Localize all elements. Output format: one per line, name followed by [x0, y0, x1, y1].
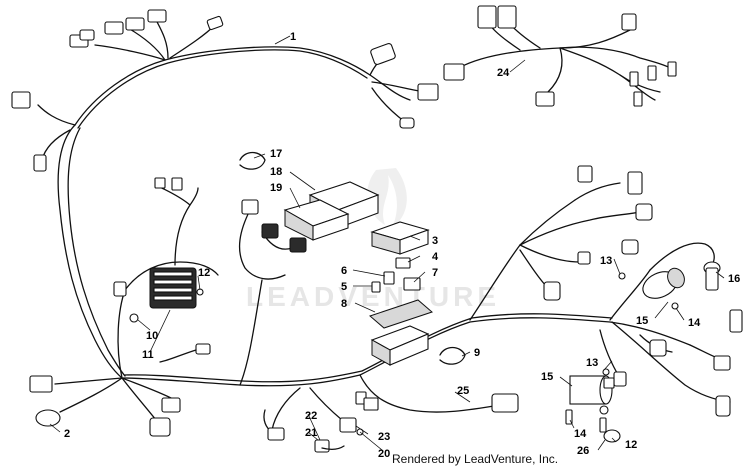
callout-21: 21: [305, 427, 317, 439]
callout-1: 1: [290, 31, 296, 43]
callout-2: 2: [64, 428, 70, 440]
callout-26: 26: [577, 445, 589, 457]
callout-10: 10: [146, 330, 158, 342]
ecu-module-18-19: [283, 181, 380, 241]
callout-16: 16: [728, 273, 740, 285]
right-lower-connectors: [613, 309, 743, 417]
callout-22: 22: [305, 410, 317, 422]
callout-23: 23: [378, 431, 390, 443]
leader-lines: [49, 35, 725, 451]
callout-17: 17: [270, 148, 282, 160]
render-credit: Rendered by LeadVenture, Inc.: [392, 452, 559, 466]
main-wire-harness: [37, 17, 731, 431]
component-13-to-16-upper: [618, 242, 721, 310]
callout-12-regulator: 12: [198, 267, 210, 279]
relay-plug-connectors: [238, 199, 307, 280]
callout-18: 18: [270, 166, 282, 178]
component-12-to-26-lower: [565, 368, 621, 443]
callout-24: 24: [497, 67, 510, 79]
callout-15-upper: 15: [636, 315, 648, 327]
top-center-connectors: [370, 43, 439, 129]
callout-12-lower: 12: [625, 439, 637, 451]
callout-15-lower: 15: [541, 371, 553, 383]
callout-5: 5: [341, 281, 347, 293]
right-upper-connectors: [543, 165, 653, 301]
fuses-relays-4-to-8: [369, 257, 433, 366]
callout-8: 8: [341, 298, 347, 310]
callout-25: 25: [457, 385, 469, 397]
clip-9: [439, 346, 466, 365]
callout-6: 6: [341, 265, 347, 277]
callout-11: 11: [142, 349, 154, 361]
sub-harness-24: [443, 5, 677, 107]
clip-17: [239, 151, 266, 170]
connector-25: [355, 391, 519, 413]
callout-3: 3: [432, 235, 438, 247]
callout-7: 7: [432, 267, 438, 279]
fuse-box-cover-3: [370, 221, 430, 255]
callout-13-upper: 13: [600, 255, 612, 267]
callout-4: 4: [432, 251, 439, 263]
callout-14-upper: 14: [688, 317, 701, 329]
bracket-assembly-20-23: [263, 409, 364, 453]
callout-labels: 1 2 3 4 5 6 7 8 9 10 11 12 12 13 13 14 1…: [64, 31, 740, 460]
callout-13-lower: 13: [586, 357, 598, 369]
callout-14-lower: 14: [574, 428, 587, 440]
top-left-connectors: [11, 9, 224, 172]
callout-20: 20: [378, 448, 390, 460]
bottom-left-connectors: [29, 281, 181, 437]
voltage-regulator-assembly: [124, 177, 219, 363]
callout-9: 9: [474, 347, 480, 359]
callout-19: 19: [270, 182, 282, 194]
